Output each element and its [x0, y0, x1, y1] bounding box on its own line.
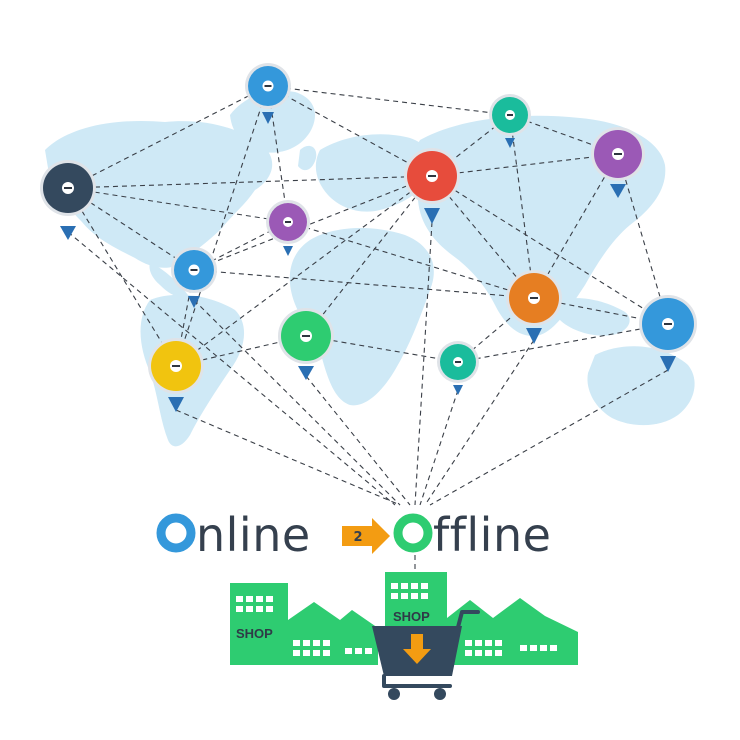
- connection-line: [287, 221, 535, 299]
- connection-line: [193, 269, 535, 299]
- location-pin-icon: [404, 148, 460, 224]
- arrow-down-icon: [403, 634, 431, 664]
- shopping-cart-icon: [372, 610, 480, 700]
- offline-word: ffline: [433, 508, 551, 562]
- location-pin-icon: [278, 308, 334, 380]
- location-pin-icon: [148, 338, 204, 412]
- connection-line: [305, 175, 433, 337]
- location-pin-icon: [40, 160, 96, 240]
- cart-wheel-right: [434, 688, 446, 700]
- location-pin-icon: [489, 94, 531, 148]
- connection-line: [617, 153, 669, 325]
- connection-line: [305, 375, 411, 506]
- online-to-offline-title: nline 2 ffline: [156, 508, 551, 562]
- location-pin-icon: [245, 63, 291, 124]
- connection-line: [431, 175, 669, 325]
- building-windows: [391, 583, 428, 599]
- continent-europe: [315, 134, 434, 212]
- badge-number: 2: [353, 530, 362, 545]
- connection-line: [193, 175, 433, 271]
- connection-line: [509, 114, 535, 299]
- shop-building-roofs-left: [288, 602, 378, 665]
- continent-africa: [289, 228, 434, 406]
- location-pin-icon: [506, 270, 562, 344]
- connection-line: [175, 175, 433, 367]
- network-connections: [67, 85, 669, 506]
- location-pin-icon: [266, 200, 310, 256]
- shop-building-left: [230, 583, 288, 665]
- continent-japan: [634, 176, 656, 213]
- continent-greenland: [230, 90, 315, 153]
- location-pin-icon: [639, 295, 697, 372]
- connection-line: [431, 153, 619, 177]
- online-word: nline: [196, 508, 311, 562]
- connection-line: [193, 299, 401, 506]
- connection-line: [175, 409, 401, 506]
- connection-line: [424, 339, 535, 506]
- connection-line: [414, 221, 433, 506]
- continent-north-america: [45, 120, 273, 268]
- connection-line: [67, 85, 269, 189]
- location-pin-icon: [171, 247, 217, 308]
- building-windows: [465, 640, 557, 656]
- building-windows: [236, 596, 273, 612]
- connection-line: [67, 231, 396, 506]
- connection-line: [67, 187, 177, 367]
- shop-sign-center: SHOP: [393, 609, 430, 624]
- location-pin-icon: [437, 341, 479, 395]
- connection-line: [267, 85, 433, 177]
- connection-line: [67, 187, 289, 223]
- connection-line: [305, 335, 459, 363]
- location-pins: [40, 63, 697, 412]
- connection-line: [419, 389, 459, 506]
- connection-line: [267, 85, 511, 116]
- offline-o-ring: [393, 513, 433, 553]
- connection-line: [67, 187, 195, 271]
- shop-sign-left: SHOP: [236, 626, 273, 641]
- cart-wheel-left: [388, 688, 400, 700]
- arrow-2-badge: 2: [342, 518, 390, 554]
- continent-central-america: [149, 262, 188, 297]
- location-pin-icon: [591, 127, 645, 198]
- connection-line: [175, 85, 269, 367]
- connection-line: [67, 175, 433, 189]
- online-o-ring: [156, 513, 196, 553]
- continent-southeast-asia: [560, 298, 630, 336]
- building-windows: [293, 640, 372, 656]
- continent-uk: [298, 145, 317, 171]
- connection-line: [429, 369, 669, 506]
